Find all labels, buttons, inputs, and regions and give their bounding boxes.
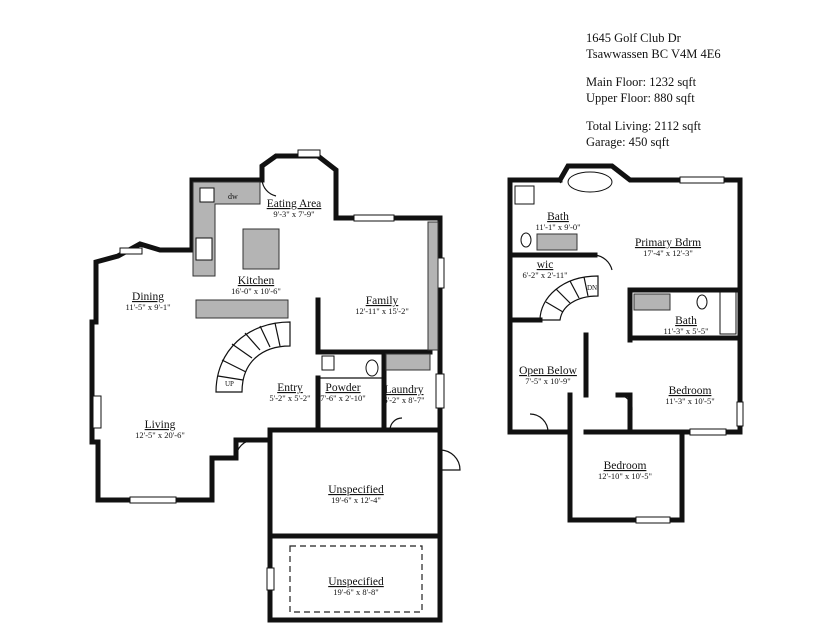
family-cabinet: [427, 221, 439, 351]
upper-floor-area: Upper Floor: 880 sqft: [586, 91, 695, 105]
eating-window: [297, 149, 321, 158]
kitchen-name: Kitchen: [238, 275, 275, 287]
upper-floor-plan: DN Bath 11'-1" x 9'-0" Primary Bdrm 17'-…: [507, 163, 744, 524]
bath2-name: Bath: [675, 315, 697, 327]
family-name: Family: [366, 295, 399, 307]
bedroom1-window-south: [689, 428, 727, 436]
address-line1: 1645 Golf Club Dr: [586, 31, 681, 45]
bath-toilet-icon: [520, 232, 532, 248]
shower-icon: [514, 185, 535, 205]
garage-door-outline: [289, 545, 423, 613]
powder-sink-icon: [321, 355, 335, 371]
laundry-dims: 6'-2" x 8'-7": [383, 395, 424, 405]
main-floor-plan: dw UP Eating Area 9'-3: [89, 149, 461, 623]
dining-dims: 11'-5" x 9'-1": [125, 302, 170, 312]
wic-dims: 6'-2" x 2'-11": [522, 270, 567, 280]
eating-area-dims: 9'-3" x 7'-9": [273, 209, 314, 219]
family-wall: [315, 297, 433, 355]
main-stair: UP: [215, 321, 291, 393]
bath-name: Bath: [547, 211, 569, 223]
entry-dims: 5'-2" x 5'-2": [269, 393, 310, 403]
unspecified-1-name: Unspecified: [328, 484, 384, 496]
wic-name: wic: [537, 259, 554, 271]
living-window-south: [129, 496, 177, 504]
laundry-counter: [385, 353, 431, 371]
bedroom1-window: [736, 401, 744, 427]
powder-dims: 7'-6" x 2'-10": [320, 393, 365, 403]
bedroom1-door-swing: [617, 394, 633, 411]
unspecified-2-name: Unspecified: [328, 576, 384, 588]
stair-down-label: DN: [587, 284, 597, 292]
bedroom1-wall: [615, 392, 743, 435]
family-dims: 12'-11" x 15'-2": [355, 306, 409, 316]
garage-area: Garage: 450 sqft: [586, 135, 670, 149]
living-dims: 12'-5" x 20'-6": [135, 430, 185, 440]
open-below-dims: 7'-5" x 10'-9": [525, 376, 570, 386]
main-floor-area: Main Floor: 1232 sqft: [586, 75, 697, 89]
bathtub-icon: [567, 171, 613, 193]
open-below-name: Open Below: [519, 365, 578, 377]
kitchen-sink-icon: [199, 187, 215, 203]
unspecified-2-dims: 19'-6" x 8'-8": [333, 587, 378, 597]
unspecified-1-dims: 19'-6" x 12'-4": [331, 495, 381, 505]
bath-dims: 11'-1" x 9'-0": [535, 222, 580, 232]
bedroom2-name: Bedroom: [604, 460, 647, 472]
bedroom1-name: Bedroom: [669, 385, 712, 397]
eating-door-swing: [261, 179, 277, 197]
kitchen-peninsula: [195, 299, 289, 319]
dishwasher-label: dw: [228, 192, 238, 201]
powder-toilet-icon: [365, 359, 379, 377]
primary-bdrm-name: Primary Bdrm: [635, 237, 701, 249]
bath2-tub-icon: [719, 291, 737, 335]
garage-side-door: [439, 449, 461, 471]
bath2-vanity: [633, 293, 671, 311]
open-below-door-swing: [529, 413, 549, 433]
powder-name: Powder: [325, 382, 360, 394]
garage-window: [266, 567, 275, 591]
family-window-north: [353, 214, 395, 222]
front-door-swing: [235, 439, 255, 459]
wic-door-swing: [594, 254, 613, 271]
primary-bdrm-dims: 17'-4" x 12'-3": [643, 248, 693, 258]
bedroom2-dims: 12'-10" x 10'-5": [598, 471, 652, 481]
dining-name: Dining: [132, 291, 164, 303]
primary-window: [679, 176, 725, 184]
living-window-west: [92, 395, 102, 429]
stair-up-label: UP: [225, 380, 234, 388]
bath-vanity: [536, 233, 578, 251]
bath2-dims: 11'-3" x 5'-5": [663, 326, 708, 336]
range-icon: [195, 237, 213, 261]
laundry-name: Laundry: [385, 384, 424, 396]
dining-window: [119, 247, 143, 255]
laundry-window: [435, 373, 445, 409]
living-name: Living: [145, 419, 176, 431]
kitchen-dims: 16'-0" x 10'-6": [231, 286, 281, 296]
upper-stair: DN: [539, 275, 599, 321]
address-line2: Tsawwassen BC V4M 4E6: [586, 47, 721, 61]
eating-area-name: Eating Area: [267, 198, 322, 210]
garage-walls: [267, 427, 443, 623]
entry-name: Entry: [277, 382, 303, 394]
bedroom2-window: [635, 516, 671, 524]
total-living-area: Total Living: 2112 sqft: [586, 119, 701, 133]
kitchen-island: [242, 228, 280, 270]
laundry-door-swing: [389, 417, 403, 431]
bedroom1-dims: 11'-3" x 10'-5": [665, 396, 714, 406]
bath2-toilet-icon: [696, 294, 708, 310]
